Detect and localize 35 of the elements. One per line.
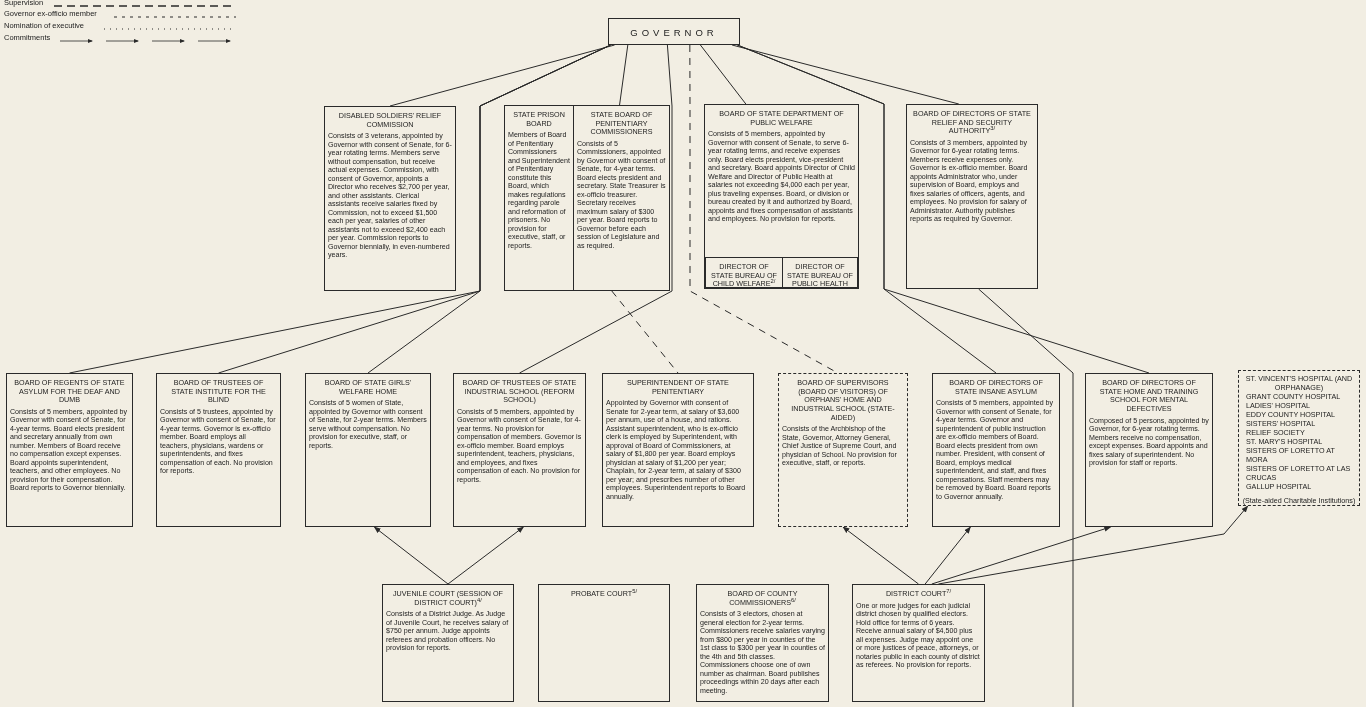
board-box <box>453 373 586 527</box>
board-box <box>696 584 829 702</box>
bureau-box <box>782 257 858 288</box>
board-box <box>602 373 754 527</box>
board-box <box>778 373 908 527</box>
board-box <box>1085 373 1213 527</box>
arrow <box>373 526 449 585</box>
board-box <box>906 104 1038 289</box>
bureau-box <box>705 257 783 288</box>
board-box <box>156 373 281 527</box>
board-box <box>573 105 670 291</box>
board-box <box>504 105 574 291</box>
connector-line <box>389 44 616 107</box>
board-box <box>6 373 133 527</box>
court-box <box>382 584 514 702</box>
connector-line <box>611 290 679 374</box>
court-box <box>852 584 985 702</box>
board-box <box>324 106 456 291</box>
institution-list-box <box>1238 370 1360 506</box>
court-box <box>538 584 670 702</box>
board-box <box>305 373 431 527</box>
connector-line <box>736 44 1150 374</box>
arrow <box>924 526 971 585</box>
connector-line <box>619 44 629 106</box>
governor-box <box>608 18 740 45</box>
board-box <box>704 104 859 289</box>
arrow <box>931 526 1112 585</box>
connector-line <box>731 44 960 105</box>
board-box <box>932 373 1060 527</box>
arrow <box>447 526 525 585</box>
connector-line <box>519 44 673 374</box>
connector-line <box>699 44 747 105</box>
connector-line <box>978 288 1074 707</box>
arrow <box>842 526 919 585</box>
box-title: GOVERNOR <box>629 27 719 38</box>
